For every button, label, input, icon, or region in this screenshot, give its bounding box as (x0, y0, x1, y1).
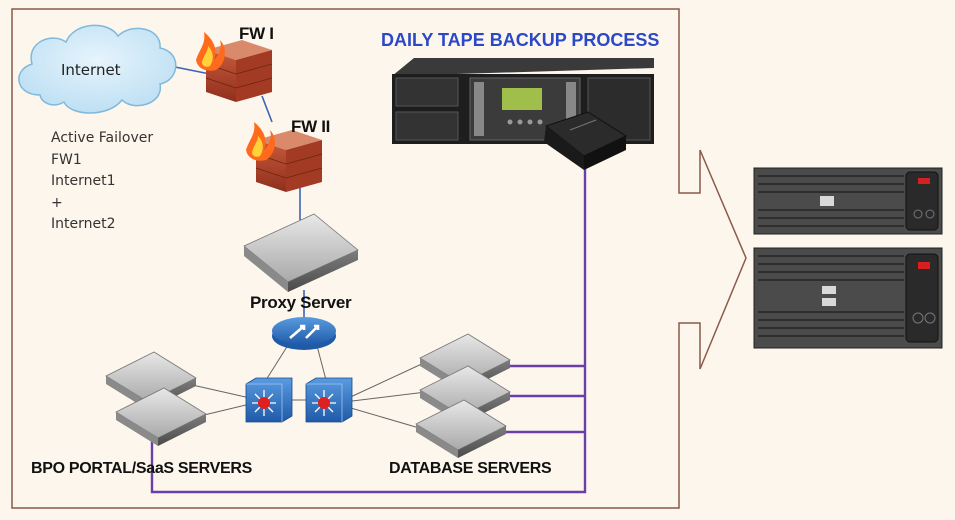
diagram-title: DAILY TAPE BACKUP PROCESS (381, 30, 660, 50)
switch-icon (245, 377, 293, 423)
server-icon (419, 365, 511, 424)
bpo-servers-label: BPO PORTAL/SaaS SERVERS (31, 460, 253, 477)
tape-cartridge-icon (544, 111, 628, 170)
firewall-icon (246, 122, 323, 192)
failover-note: Active Failover FW1 Internet1 + Internet… (51, 128, 153, 236)
proxy-server-label: Proxy Server (250, 293, 352, 312)
failover-line: + (51, 194, 63, 211)
server-icon (115, 387, 207, 446)
tape-library-icon (392, 58, 654, 144)
database-servers-label: DATABASE SERVERS (389, 460, 552, 477)
firewall-1-label: FW I (239, 24, 274, 43)
firewall-2-label: FW II (291, 117, 331, 136)
failover-line: Internet1 (51, 173, 116, 189)
diagram-frame (11, 8, 747, 509)
internet-label: Internet (61, 61, 121, 79)
switch-icon (305, 377, 353, 423)
server-icon (415, 399, 507, 458)
rack-storage-icon (753, 167, 943, 235)
rack-storage-icon (753, 247, 943, 349)
firewall-icon (196, 32, 273, 102)
server-icon (243, 213, 359, 292)
failover-line: FW1 (51, 151, 82, 168)
failover-line: Internet2 (51, 216, 116, 232)
cloud-icon (18, 24, 177, 114)
router-icon (272, 317, 336, 350)
backup-links (150, 168, 587, 494)
failover-line: Active Failover (51, 130, 154, 146)
